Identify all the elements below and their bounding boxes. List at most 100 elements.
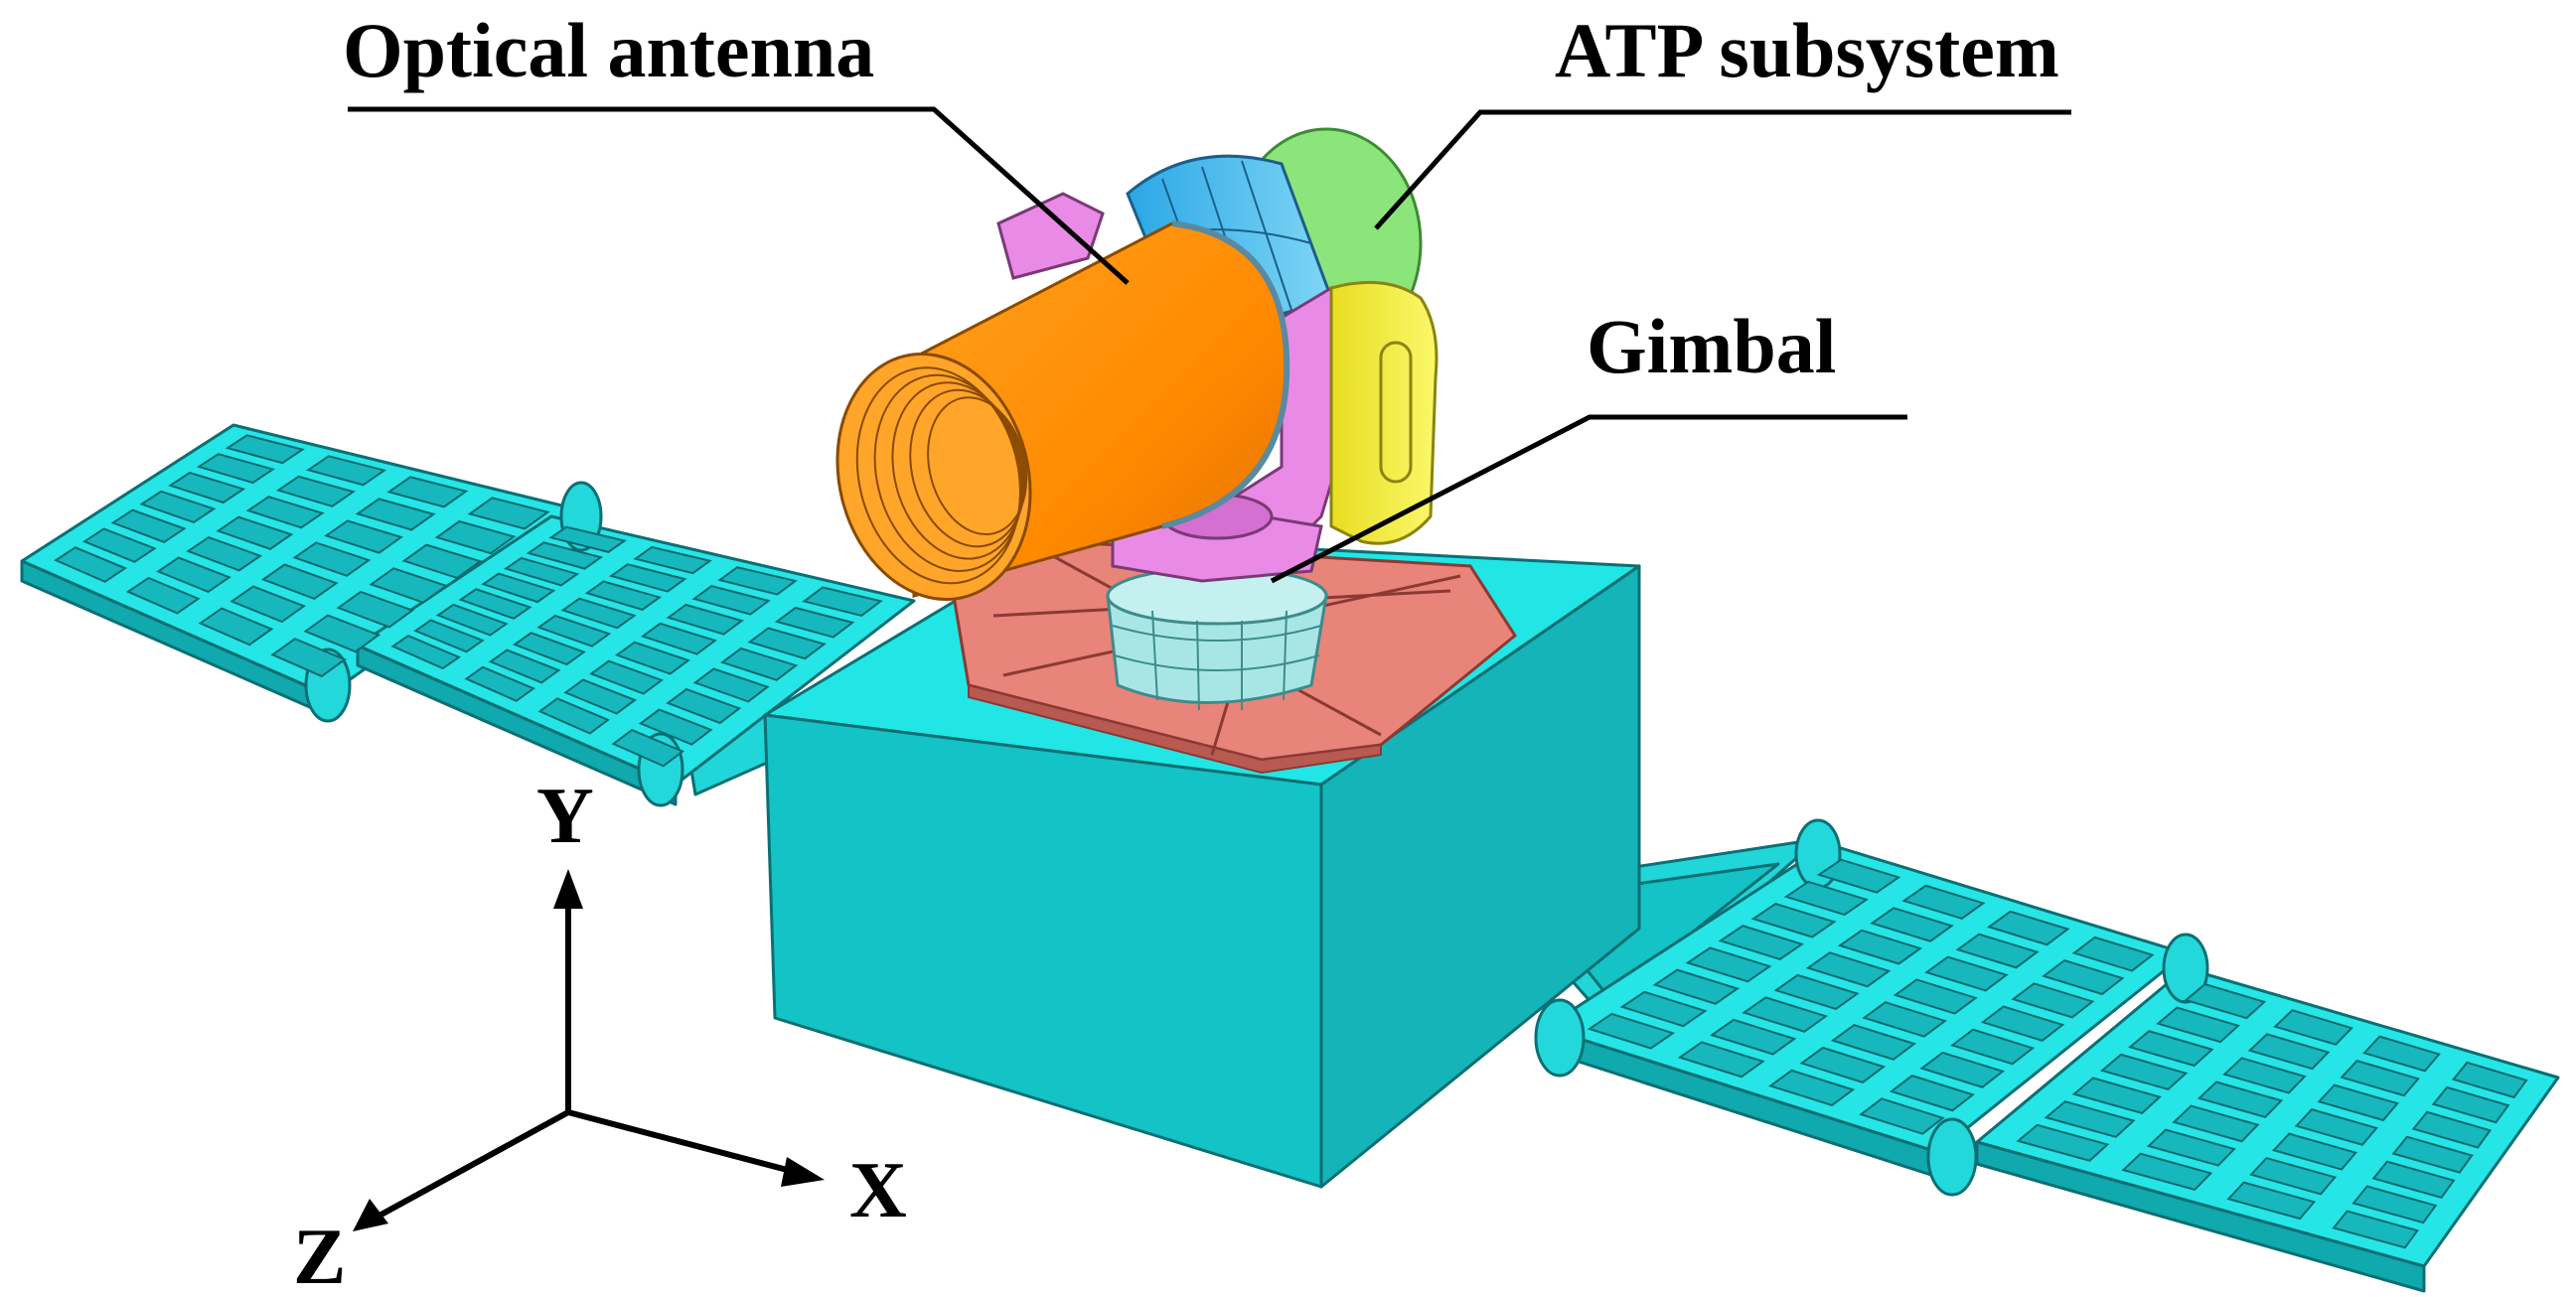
solar-cell (2332, 1210, 2420, 1249)
gimbal-yellow-motor (1329, 280, 1439, 545)
solar-cell (2099, 1053, 2189, 1091)
solar-cell (1718, 925, 1805, 961)
solar-cell (198, 607, 274, 647)
solar-cell (1919, 1051, 2006, 1088)
right-hinge-3 (1926, 1117, 1978, 1197)
solar-cell (260, 563, 339, 601)
solar-cell (691, 585, 771, 616)
solar-cell (156, 556, 231, 594)
solar-cell (2391, 1135, 2474, 1174)
solar-cell (526, 541, 604, 570)
solar-cell (369, 567, 449, 604)
solar-cell (303, 614, 381, 653)
solar-cell (2127, 1030, 2214, 1068)
solar-cell (2431, 1085, 2510, 1124)
solar-cell (503, 556, 580, 587)
x-axis-arrow (781, 1157, 825, 1187)
solar-cell (666, 687, 742, 725)
solar-cell (2156, 1006, 2240, 1044)
right-outer-cells (2016, 982, 2528, 1249)
solar-cell (2273, 1009, 2354, 1046)
solar-cell (2351, 1185, 2438, 1225)
solar-cell (488, 648, 561, 684)
coordinate-axes: Y X Z (293, 773, 907, 1297)
optical-antenna-label: Optical antenna (343, 7, 874, 93)
solar-cell (717, 566, 798, 596)
solar-cell (1677, 1041, 1765, 1079)
solar-cell (1783, 880, 1870, 917)
solar-cell (292, 541, 372, 577)
solar-cell (1859, 1097, 1945, 1135)
right-hinge-1 (1534, 998, 1586, 1078)
solar-cell (2146, 1128, 2236, 1167)
left-inner-cells (390, 525, 883, 768)
solar-cell (1799, 1046, 1887, 1083)
solar-cell (2451, 1061, 2528, 1099)
solar-cell (720, 647, 799, 681)
solar-cell (563, 678, 638, 715)
z-axis-arrow (353, 1199, 388, 1231)
solar-cell (2317, 1083, 2399, 1122)
solar-cell (774, 606, 855, 639)
solar-cell (548, 525, 628, 553)
gimbal-yoke (996, 192, 1439, 583)
solar-cell (336, 590, 415, 629)
solar-cell (537, 697, 611, 735)
solar-cell (1709, 1018, 1797, 1056)
solar-cell (54, 546, 128, 583)
x-axis-label: X (849, 1147, 907, 1234)
solar-cell (1767, 1069, 1856, 1107)
solar-cell (2071, 1077, 2163, 1114)
solar-cell (2197, 1081, 2284, 1118)
solar-cell (1805, 951, 1892, 988)
solar-cell (2249, 1156, 2338, 1196)
atp-subsystem-leader (1374, 109, 2071, 230)
solar-cell (270, 638, 348, 678)
solar-cell (435, 603, 509, 637)
solar-cell (2184, 982, 2267, 1020)
solar-cell (401, 543, 483, 580)
solar-cell (467, 497, 550, 530)
callout-leaders (348, 106, 2071, 584)
solar-cell (692, 667, 770, 703)
solar-cell (168, 471, 246, 504)
right-outer-panel (1975, 966, 2560, 1293)
solar-cell (216, 515, 294, 550)
solar-cell (2011, 982, 2095, 1019)
solar-cell (2071, 936, 2155, 972)
solar-cell (125, 576, 201, 615)
solar-cell (1870, 907, 1954, 942)
solar-cell (229, 585, 307, 624)
solar-cell (355, 498, 436, 531)
solar-cell (196, 453, 276, 485)
solar-cell (638, 708, 713, 746)
y-axis-label: Y (536, 773, 594, 860)
solar-cell (275, 475, 356, 507)
solar-cell (560, 597, 637, 630)
solar-cell (2222, 1057, 2307, 1094)
solar-cell (245, 496, 325, 529)
solar-cell (1955, 933, 2040, 969)
solar-cell (609, 563, 687, 593)
solar-cell (305, 455, 387, 487)
solar-cell (536, 614, 612, 648)
solar-cell (2411, 1110, 2493, 1149)
right-hinge-4 (2162, 933, 2209, 1004)
solar-cell (2172, 1104, 2260, 1143)
solar-cell (584, 580, 663, 612)
optical-antenna-leader (348, 106, 1130, 285)
solar-cell (2121, 1152, 2213, 1192)
right-inner-cells (1587, 858, 2155, 1135)
bus-front-face (763, 713, 1323, 1189)
solar-cell (611, 728, 685, 768)
z-axis-label: Z (293, 1214, 346, 1297)
solar-cell (139, 490, 217, 524)
atp-subsystem-label: ATP subsystem (1555, 7, 2059, 93)
solar-cell (589, 659, 665, 695)
solar-cell (747, 627, 827, 660)
solar-cell (1893, 978, 1978, 1015)
solar-cell (458, 588, 532, 620)
optical-antenna (835, 220, 1290, 601)
solar-cell (186, 535, 263, 572)
